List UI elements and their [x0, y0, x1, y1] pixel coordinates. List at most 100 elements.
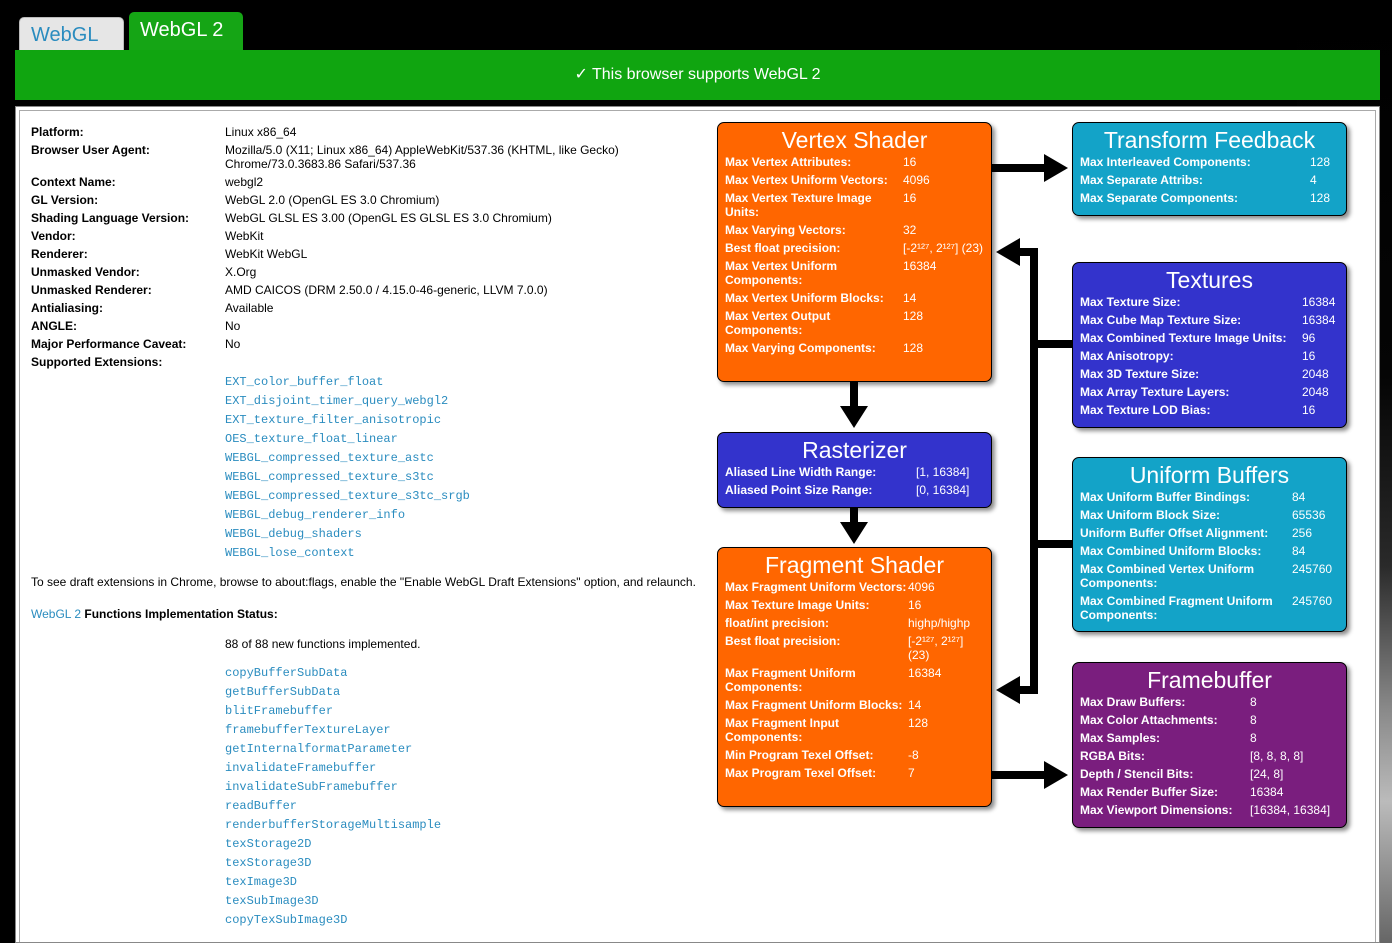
- functions-heading-text: Functions Implementation Status:: [81, 607, 278, 621]
- function-link[interactable]: framebufferTextureLayer: [225, 723, 391, 737]
- fragment-item-value: -8: [908, 748, 919, 762]
- function-link[interactable]: readBuffer: [225, 799, 298, 813]
- uniform-item-value: 65536: [1292, 508, 1326, 522]
- info-key: Unmasked Vendor:: [31, 265, 140, 279]
- transform-item-label: Max Interleaved Components:: [1080, 155, 1251, 169]
- fragment-item: Max Texture Image Units:16: [725, 598, 984, 612]
- transform-feedback-items: Max Interleaved Components: 128 Max Separa…: [1073, 155, 1346, 205]
- info-key: Major Performance Caveat:: [31, 337, 187, 351]
- extension-link[interactable]: OES_texture_float_linear: [225, 432, 398, 446]
- vertex-item: Max Vertex Attributes:16: [725, 155, 984, 169]
- function-link[interactable]: texStorage2D: [225, 837, 312, 851]
- support-banner: ✓ This browser supports WebGL 2: [15, 50, 1380, 100]
- info-value: Linux x86_64: [225, 125, 297, 139]
- fragment-shader-title: Fragment Shader: [765, 552, 944, 578]
- rasterizer-item-value: [1, 16384]: [916, 465, 970, 479]
- textures-item-label: Max Combined Texture Image Units:: [1080, 331, 1287, 345]
- fragment-shader-box: Fragment Shader Max Fragment Uniform Vec…: [717, 547, 992, 807]
- rasterizer-item-label: Aliased Line Width Range:: [725, 465, 877, 479]
- vertex-item-label: Best float precision:: [725, 241, 841, 255]
- uniform-item-value: 245760: [1292, 562, 1333, 576]
- framebuffer-item: Max Draw Buffers:8: [1080, 695, 1339, 709]
- transform-item-label: Max Separate Components:: [1080, 191, 1239, 205]
- framebuffer-item-value: [24, 8]: [1250, 767, 1284, 781]
- textures-item: Max Texture Size:16384: [1080, 295, 1339, 309]
- vertex-item-value: 16384: [903, 259, 937, 273]
- function-link[interactable]: texSubImage3D: [225, 894, 319, 908]
- tab-webgl1[interactable]: WebGL 1: [19, 17, 124, 80]
- extension-link[interactable]: EXT_color_buffer_float: [225, 375, 384, 389]
- vertex-shader-title: Vertex Shader: [781, 127, 928, 153]
- info-row: Platform:Linux x86_64: [31, 125, 711, 139]
- function-link[interactable]: copyTexSubImage3D: [225, 913, 348, 927]
- function-link[interactable]: getBufferSubData: [225, 685, 341, 699]
- textures-item: Max Array Texture Layers:2048: [1080, 385, 1339, 399]
- functions-count: 88 of 88 new functions implemented.: [225, 637, 421, 651]
- info-key: Browser User Agent:: [31, 143, 150, 157]
- vertex-item-label: Max Varying Components:: [725, 341, 876, 355]
- uniform-item-label: Uniform Buffer Offset Alignment:: [1080, 526, 1269, 540]
- fragment-item: Max Program Texel Offset:7: [725, 766, 984, 780]
- uniform-item-label: Max Combined Vertex Uniform Components:: [1080, 562, 1255, 590]
- framebuffer-item-label: Depth / Stencil Bits:: [1080, 767, 1194, 781]
- framebuffer-item: Depth / Stencil Bits: [24, 8]: [1080, 767, 1339, 781]
- info-row: Shading Language Version:WebGL GLSL ES 3…: [31, 211, 711, 225]
- textures-item-value: 2048: [1302, 385, 1329, 399]
- textures-item-label: Max Texture LOD Bias:: [1080, 403, 1211, 417]
- info-value: [225, 355, 711, 369]
- vertex-item-label: Max Vertex Uniform Blocks:: [725, 291, 884, 305]
- function-link[interactable]: copyBufferSubData: [225, 666, 348, 680]
- info-value: Available: [225, 301, 274, 315]
- function-link[interactable]: getInternalformatParameter: [225, 742, 413, 756]
- info-value: WebKit: [225, 229, 264, 243]
- extension-link[interactable]: EXT_texture_filter_anisotropic: [225, 413, 442, 427]
- info-row: Browser User Agent:Mozilla/5.0 (X11; Lin…: [31, 143, 711, 171]
- info-row: ANGLE:No: [31, 319, 711, 333]
- info-value: X.Org: [225, 265, 257, 279]
- info-row: GL Version:WebGL 2.0 (OpenGL ES 3.0 Chro…: [31, 193, 711, 207]
- uniform-item-value: 84: [1292, 490, 1306, 504]
- vertex-item: Max Vertex Output Components:128: [725, 309, 984, 337]
- function-link[interactable]: invalidateSubFramebuffer: [225, 780, 398, 794]
- extension-link[interactable]: WEBGL_debug_renderer_info: [225, 508, 406, 522]
- function-link[interactable]: invalidateFramebuffer: [225, 761, 377, 775]
- vertex-item-value: 4096: [903, 173, 930, 187]
- extension-link[interactable]: WEBGL_compressed_texture_astc: [225, 451, 434, 465]
- function-link[interactable]: texStorage3D: [225, 856, 312, 870]
- uniform-item: Max Combined Uniform Blocks:84: [1080, 544, 1339, 558]
- framebuffer-item-value: [8, 8, 8, 8]: [1250, 749, 1304, 763]
- info-value: No: [225, 337, 241, 351]
- vertex-item-label: Max Varying Vectors:: [725, 223, 846, 237]
- extension-link[interactable]: WEBGL_compressed_texture_s3tc_srgb: [225, 489, 470, 503]
- info-row: Renderer:WebKit WebGL: [31, 247, 711, 261]
- functions-list: copyBufferSubData getBufferSubData blitFra…: [225, 664, 711, 930]
- fragment-item-label: Max Fragment Uniform Components:: [725, 666, 856, 694]
- function-link[interactable]: renderbufferStorageMultisample: [225, 818, 442, 832]
- function-link[interactable]: texImage3D: [225, 875, 298, 889]
- uniform-item-value: 245760: [1292, 594, 1333, 608]
- tab-webgl2[interactable]: WebGL 2: [129, 12, 243, 52]
- webgl2-link[interactable]: WebGL 2: [31, 607, 82, 621]
- fragment-item-value: highp/highp: [908, 616, 971, 630]
- uniform-item-value: 256: [1292, 526, 1313, 540]
- info-key: GL Version:: [31, 193, 99, 207]
- info-key: Antialiasing:: [31, 301, 104, 315]
- fragment-item-value: 4096: [908, 580, 935, 594]
- function-link[interactable]: blitFramebuffer: [225, 704, 334, 718]
- framebuffer-item: Max Render Buffer Size:16384: [1080, 785, 1339, 799]
- transform-item-value: 128: [1310, 191, 1331, 205]
- uniform-item: Max Combined Vertex Uniform Components: 2…: [1080, 562, 1339, 590]
- fragment-item: Min Program Texel Offset:-8: [725, 748, 984, 762]
- extension-link[interactable]: EXT_disjoint_timer_query_webgl2: [225, 394, 449, 408]
- extension-link[interactable]: WEBGL_lose_context: [225, 546, 355, 560]
- info-value: webgl2: [225, 175, 264, 189]
- fragment-item-value: [-2¹²⁷, 2¹²⁷] (23): [908, 634, 964, 662]
- uniform-item: Uniform Buffer Offset Alignment: 256: [1080, 526, 1339, 540]
- extension-link[interactable]: WEBGL_debug_shaders: [225, 527, 362, 541]
- extension-link[interactable]: WEBGL_compressed_texture_s3tc: [225, 470, 434, 484]
